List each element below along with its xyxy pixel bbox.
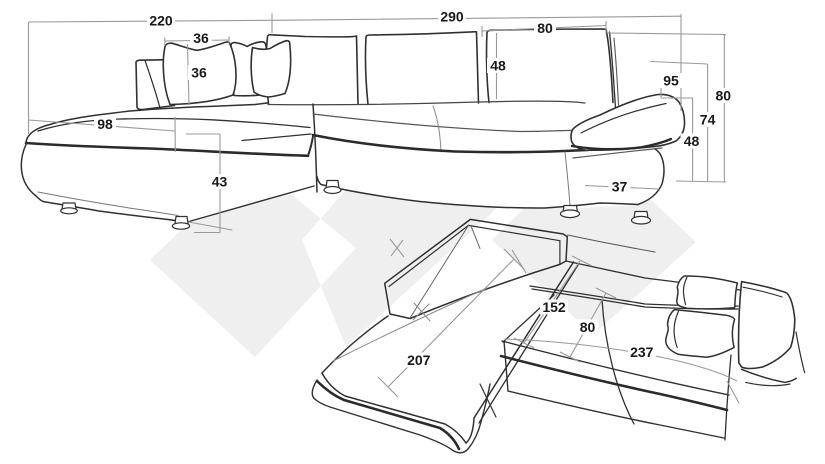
svg-text:98: 98 xyxy=(97,116,113,132)
svg-text:290: 290 xyxy=(440,9,464,25)
svg-text:37: 37 xyxy=(612,179,628,195)
svg-text:152: 152 xyxy=(542,299,566,315)
svg-text:48: 48 xyxy=(490,58,506,74)
svg-text:95: 95 xyxy=(663,73,679,89)
svg-text:74: 74 xyxy=(700,112,716,128)
svg-text:36: 36 xyxy=(193,30,209,46)
svg-text:207: 207 xyxy=(407,352,431,368)
svg-text:80: 80 xyxy=(716,88,732,104)
svg-text:48: 48 xyxy=(684,133,700,149)
svg-text:43: 43 xyxy=(212,174,228,190)
svg-text:220: 220 xyxy=(149,13,173,29)
svg-text:80: 80 xyxy=(580,319,596,335)
svg-text:36: 36 xyxy=(191,64,207,80)
svg-text:80: 80 xyxy=(537,20,553,36)
svg-text:237: 237 xyxy=(630,344,654,360)
